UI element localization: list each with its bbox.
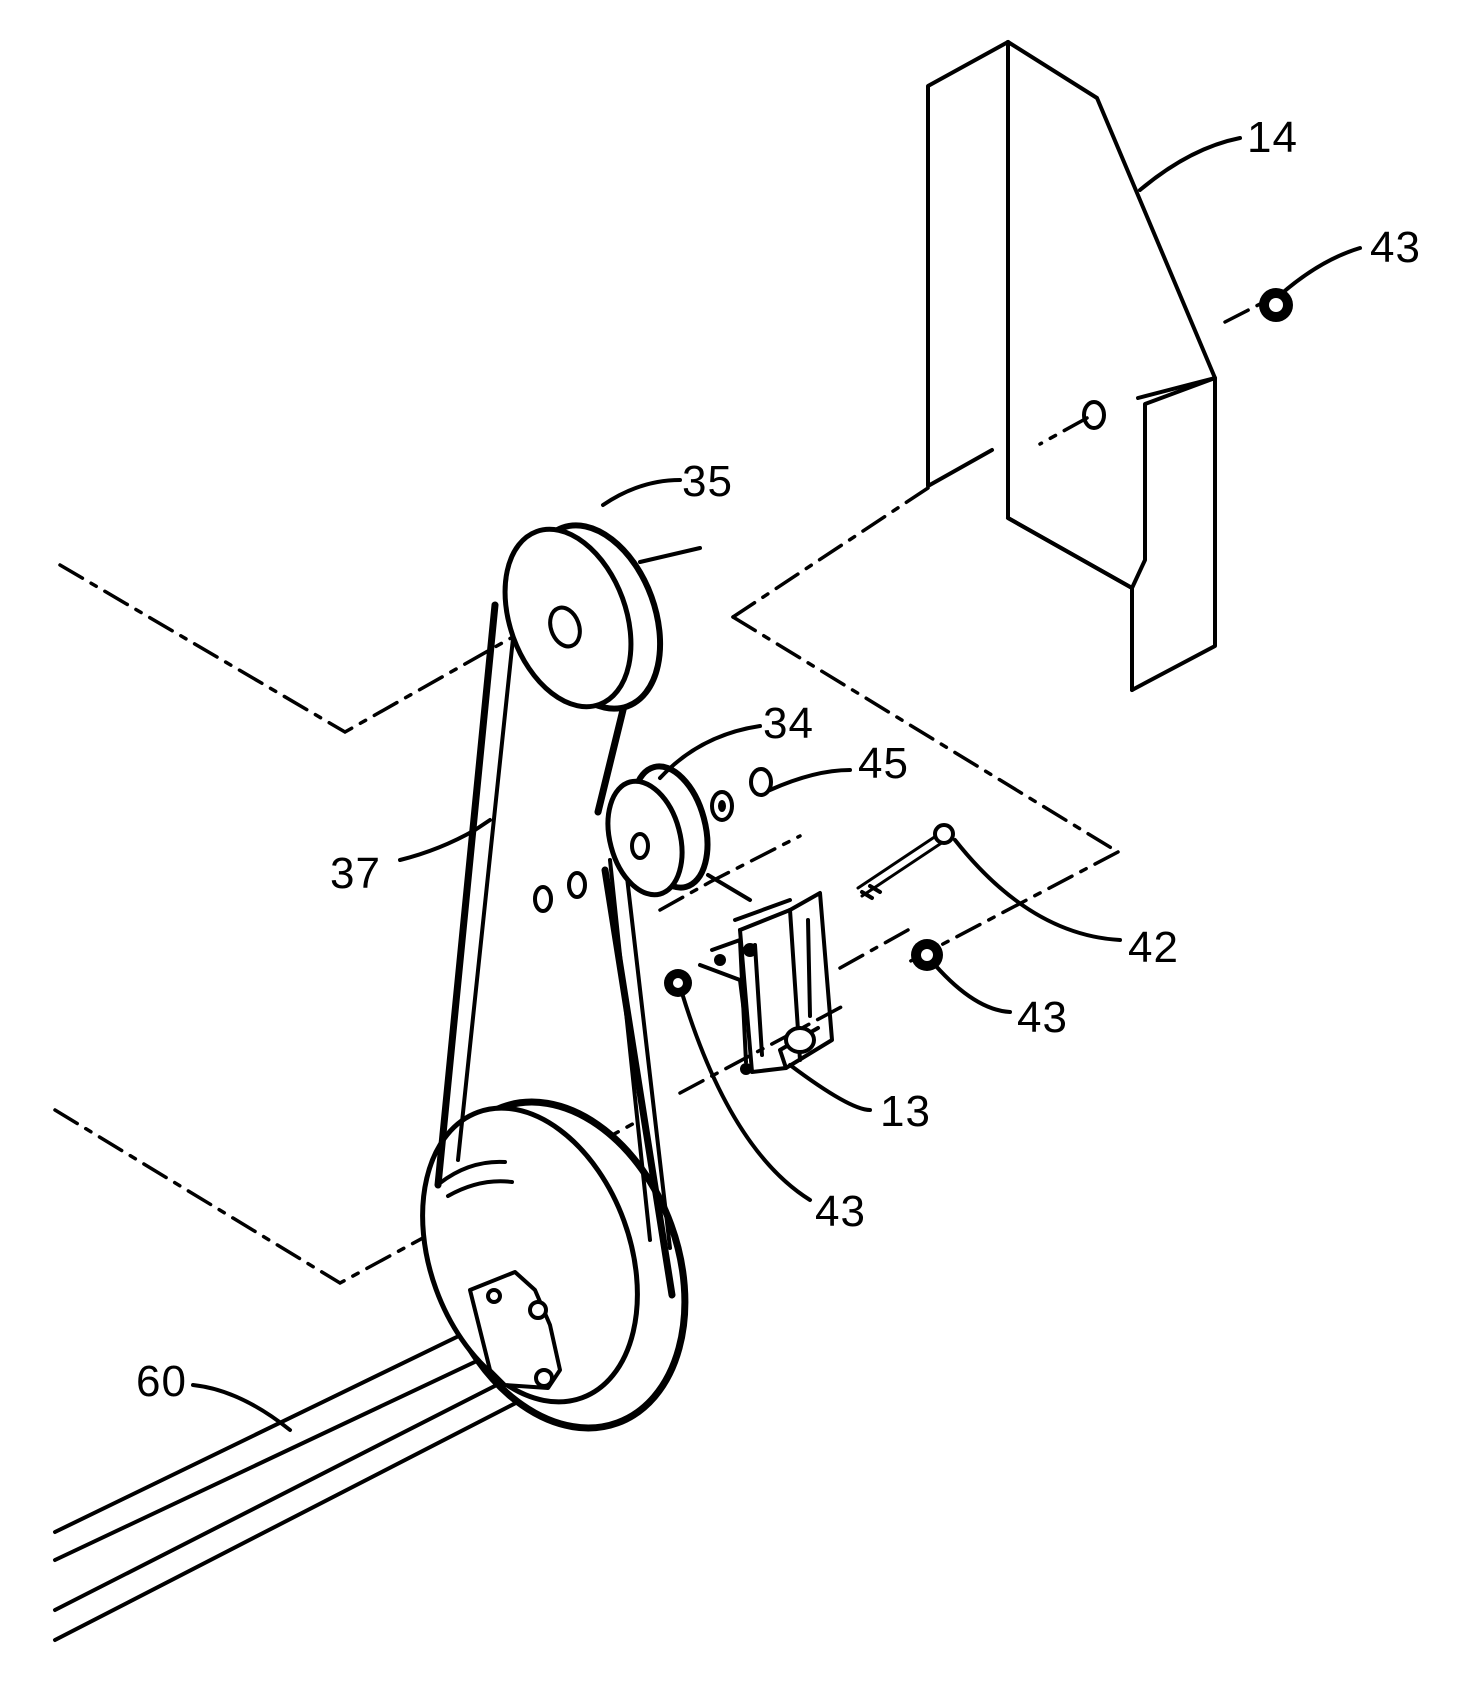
label-nut-mid-right: 43 bbox=[1017, 993, 1068, 1042]
reference-numerals: 14 43 35 34 45 37 42 43 13 43 60 bbox=[136, 113, 1421, 1406]
label-washer: 45 bbox=[858, 739, 909, 788]
nut-43-left bbox=[664, 969, 692, 997]
upper-pulley bbox=[502, 522, 702, 712]
nut-43-top-right bbox=[1259, 288, 1293, 322]
idler-pulley bbox=[605, 763, 752, 902]
label-bolt: 42 bbox=[1128, 923, 1179, 972]
lower-pulley bbox=[420, 1098, 689, 1432]
leader-lines bbox=[191, 136, 1362, 1432]
label-nut-top-right: 43 bbox=[1370, 223, 1421, 272]
plate-holes bbox=[533, 871, 587, 913]
label-small-pulley: 34 bbox=[763, 699, 814, 748]
belt-guard bbox=[926, 40, 1217, 692]
label-shaft: 60 bbox=[136, 1357, 187, 1406]
bolt-42 bbox=[856, 823, 955, 900]
label-nut-left: 43 bbox=[815, 1187, 866, 1236]
mounting-bracket bbox=[698, 891, 834, 1075]
label-guard: 14 bbox=[1247, 113, 1298, 162]
label-bracket: 13 bbox=[880, 1087, 931, 1136]
label-upper-pulley: 35 bbox=[682, 457, 733, 506]
label-belt: 37 bbox=[330, 849, 381, 898]
washer-45 bbox=[710, 767, 773, 822]
drive-shaft bbox=[53, 1314, 547, 1642]
